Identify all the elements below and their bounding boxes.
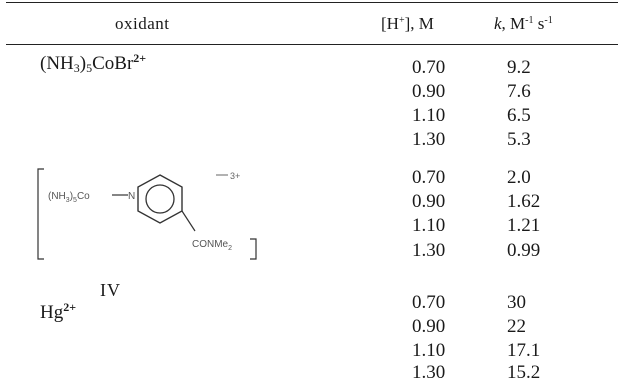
- table-cell-k: 15.2: [507, 362, 541, 383]
- column-header-rate-constant: k, M-1 s-1: [494, 14, 553, 33]
- column-header-oxidant: oxidant: [115, 14, 170, 33]
- table-cell-k: 17.1: [507, 340, 541, 361]
- left-bracket: [37, 168, 44, 260]
- table-cell-h: 1.10: [412, 105, 446, 126]
- table-cell-h: 1.10: [412, 215, 446, 236]
- oxidant-mercury: Hg2+: [40, 300, 77, 323]
- oxidant-cobalt-bromo: (NH3)5CoBr2+: [40, 51, 147, 75]
- table-top-rule: [6, 2, 618, 4]
- pyridine-ring: [137, 174, 183, 224]
- table-cell-h: 0.70: [412, 292, 446, 313]
- table-cell-k: 5.3: [507, 129, 531, 150]
- table-cell-k: 30: [507, 292, 526, 313]
- complex-charge: 3+: [230, 171, 240, 181]
- ligand-text: (NH3)5Co: [48, 191, 90, 204]
- aromatic-circle: [145, 184, 175, 214]
- table-cell-k: 6.5: [507, 105, 531, 126]
- table-cell-k: 9.2: [507, 57, 531, 78]
- substituent-bond: [181, 210, 196, 232]
- table-cell-h: 0.70: [412, 57, 446, 78]
- table-cell-h: 1.30: [412, 362, 446, 383]
- right-bracket: [250, 238, 257, 260]
- table-cell-h: 0.70: [412, 167, 446, 188]
- table-cell-h: 1.30: [412, 129, 446, 150]
- n-atom: N: [128, 191, 135, 202]
- oxidant-cobalt-nicotinamide-structure: (NH3)5Co N CONMe2 3+: [37, 168, 257, 260]
- column-header-h-concentration: [H+], M: [381, 14, 434, 33]
- substituent-text: CONMe2: [192, 239, 232, 252]
- table-cell-h: 0.90: [412, 191, 446, 212]
- table-cell-h: 0.90: [412, 81, 446, 102]
- compound-label-iv: IV: [100, 280, 121, 300]
- table-cell-h: 0.90: [412, 316, 446, 337]
- table-cell-h: 1.10: [412, 340, 446, 361]
- table-cell-h: 1.30: [412, 240, 446, 261]
- table-cell-k: 0.99: [507, 240, 541, 261]
- table-cell-k: 22: [507, 316, 526, 337]
- table-cell-k: 1.21: [507, 215, 541, 236]
- table-cell-k: 1.62: [507, 191, 541, 212]
- table-cell-k: 7.6: [507, 81, 531, 102]
- table-header-rule: [6, 44, 618, 45]
- table-cell-k: 2.0: [507, 167, 531, 188]
